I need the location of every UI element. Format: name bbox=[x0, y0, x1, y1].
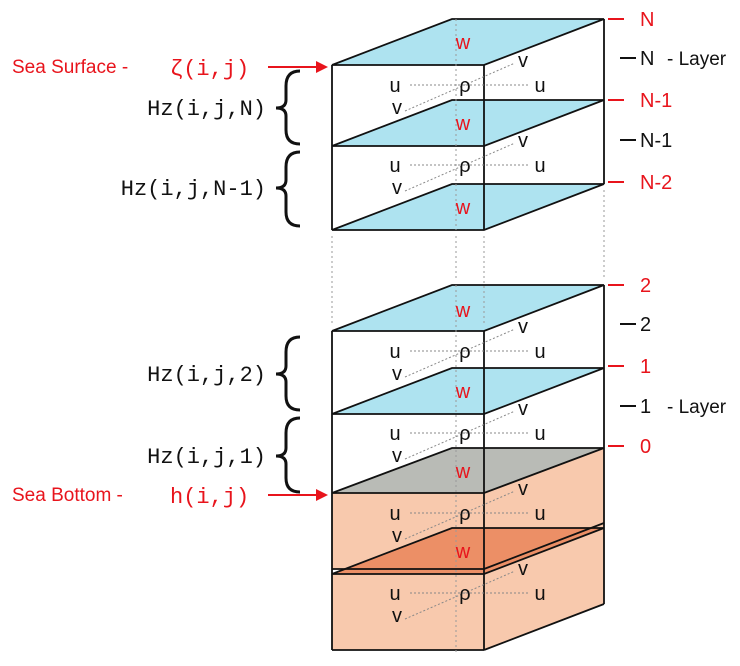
v-symbol: v bbox=[518, 478, 528, 500]
rho-symbol: ρ bbox=[459, 423, 470, 445]
v-symbol: v bbox=[392, 363, 402, 385]
rho-symbol: ρ bbox=[459, 155, 470, 177]
brace-hz-N: Hz(i,j,N) bbox=[147, 69, 301, 146]
brace-label: Hz(i,j,N) bbox=[147, 97, 266, 122]
braces: Hz(i,j,N) Hz(i,j,N-1) Hz(i,j,2) Hz(i,j,1… bbox=[121, 69, 301, 494]
right-labels: N N - Layer N-1 N-1 N-2 2 2 1 1 - Layer 0 bbox=[608, 9, 727, 458]
sea-surface-prefix: Sea Surface - bbox=[12, 57, 128, 78]
w-symbol: w bbox=[455, 300, 471, 322]
rho-level-N: N - Layer bbox=[620, 48, 727, 70]
sea-bottom-prefix: Sea Bottom - bbox=[12, 485, 123, 506]
w-level-N-1: N-1 bbox=[608, 90, 672, 112]
rho-level-label: N-1 bbox=[640, 130, 672, 152]
v-symbol: v bbox=[518, 316, 528, 338]
sediment-lower-front bbox=[332, 574, 484, 650]
w-symbol: w bbox=[455, 32, 471, 54]
u-symbol: u bbox=[389, 75, 400, 97]
brace-label: Hz(i,j,1) bbox=[147, 445, 266, 470]
w-level-label: 1 bbox=[640, 356, 651, 378]
u-symbol: u bbox=[389, 423, 400, 445]
arrow-head-icon bbox=[316, 489, 328, 501]
w-level-label: N-1 bbox=[640, 90, 672, 112]
w-level-0: 0 bbox=[608, 436, 651, 458]
u-symbol: u bbox=[534, 155, 545, 177]
w-level-label: 2 bbox=[640, 275, 651, 297]
w-symbol: w bbox=[455, 197, 471, 219]
rho-level-label: 1 bbox=[640, 396, 651, 418]
sea-surface-label: Sea Surface - ζ(i,j) bbox=[12, 57, 328, 82]
sea-surface-symbol: ζ(i,j) bbox=[170, 57, 249, 82]
w-symbol: w bbox=[455, 541, 471, 563]
u-symbol: u bbox=[389, 583, 400, 605]
u-symbol: u bbox=[389, 341, 400, 363]
v-symbol: v bbox=[392, 177, 402, 199]
rho-level-N-1: N-1 bbox=[620, 130, 672, 152]
w-level-N-2: N-2 bbox=[608, 172, 672, 194]
rho-symbol: ρ bbox=[459, 341, 470, 363]
u-symbol: u bbox=[534, 341, 545, 363]
v-dotted-line bbox=[404, 410, 516, 460]
v-dotted-line bbox=[404, 142, 516, 192]
v-dotted-line bbox=[404, 328, 516, 378]
rho-level-1: 1 - Layer bbox=[620, 396, 727, 418]
v-symbol: v bbox=[392, 445, 402, 467]
v-dotted-line bbox=[404, 490, 516, 540]
u-symbol: u bbox=[389, 503, 400, 525]
rho-level-2: 2 bbox=[620, 314, 651, 336]
w-level-1: 1 bbox=[608, 356, 651, 378]
gap-dotted-lines bbox=[331, 19, 605, 655]
w-level-label: 0 bbox=[640, 436, 651, 458]
brace-hz-1: Hz(i,j,1) bbox=[147, 416, 301, 494]
u-symbol: u bbox=[534, 583, 545, 605]
v-symbol: v bbox=[518, 50, 528, 72]
w-level-N: N bbox=[608, 9, 654, 31]
u-symbol: u bbox=[389, 155, 400, 177]
w-symbol: w bbox=[455, 113, 471, 135]
v-symbol: v bbox=[392, 525, 402, 547]
layer-word: - Layer bbox=[667, 397, 727, 418]
brace-hz-2: Hz(i,j,2) bbox=[147, 335, 301, 412]
arrow-head-icon bbox=[316, 61, 328, 73]
brace-label: Hz(i,j,N-1) bbox=[121, 177, 266, 202]
v-symbol: v bbox=[518, 398, 528, 420]
v-symbol: v bbox=[518, 558, 528, 580]
v-dotted-line bbox=[404, 570, 516, 620]
rho-level-label: N bbox=[640, 48, 654, 70]
layer-word: - Layer bbox=[667, 49, 727, 70]
w-level-label: N bbox=[640, 9, 654, 31]
u-symbol: u bbox=[534, 75, 545, 97]
v-symbol: v bbox=[518, 130, 528, 152]
v-symbol: v bbox=[392, 605, 402, 627]
u-symbol: u bbox=[534, 423, 545, 445]
rho-symbol: ρ bbox=[459, 75, 470, 97]
brace-label: Hz(i,j,2) bbox=[147, 363, 266, 388]
water-surfaces bbox=[331, 18, 605, 415]
sea-bottom-symbol: h(i,j) bbox=[170, 485, 249, 510]
box-frame bbox=[331, 19, 605, 651]
w-level-2: 2 bbox=[608, 275, 651, 297]
rho-symbol: ρ bbox=[459, 583, 470, 605]
brace-hz-N-1: Hz(i,j,N-1) bbox=[121, 150, 301, 228]
w-symbol: w bbox=[455, 461, 471, 483]
u-symbol: u bbox=[534, 503, 545, 525]
sea-bottom-label: Sea Bottom - h(i,j) bbox=[12, 485, 328, 510]
w-level-label: N-2 bbox=[640, 172, 672, 194]
v-dotted-line bbox=[404, 62, 516, 112]
rho-symbol: ρ bbox=[459, 503, 470, 525]
v-symbol: v bbox=[392, 97, 402, 119]
rho-level-label: 2 bbox=[640, 314, 651, 336]
w-symbol: w bbox=[455, 381, 471, 403]
